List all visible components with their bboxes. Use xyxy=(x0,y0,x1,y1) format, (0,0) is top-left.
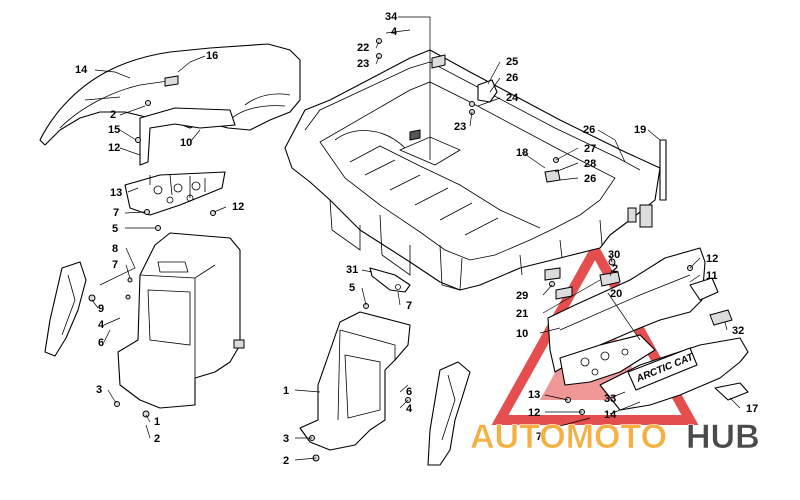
left-fender-14 xyxy=(39,43,301,146)
callout-c14a: 14 xyxy=(75,64,88,76)
callout-c7b: 7 xyxy=(112,259,118,271)
callout-c28: 28 xyxy=(584,158,596,170)
callout-c29: 29 xyxy=(516,290,528,302)
callout-c12c: 12 xyxy=(706,253,718,265)
callout-c2c: 2 xyxy=(612,263,618,275)
callout-c21: 21 xyxy=(516,308,528,320)
callout-c6a: 6 xyxy=(98,337,104,349)
callout-c13a: 13 xyxy=(110,187,122,199)
callout-c1b: 1 xyxy=(283,385,289,397)
callout-c12d: 12 xyxy=(528,407,540,419)
cargo-box-18 xyxy=(284,49,667,300)
hardware-fasteners xyxy=(88,38,693,462)
callout-c23b: 23 xyxy=(454,121,466,133)
watermark-text-part2: HUB xyxy=(686,418,760,456)
bracket-31 xyxy=(369,267,411,293)
cap-17 xyxy=(714,382,749,401)
watermark-text-part1: AUTOMOTO xyxy=(470,418,667,456)
callout-c10b: 10 xyxy=(516,328,528,340)
leader-lines xyxy=(91,16,741,461)
callout-c16: 16 xyxy=(206,50,218,62)
callout-c4c: 4 xyxy=(406,403,413,415)
callout-c31: 31 xyxy=(346,264,358,276)
fender-bracket-16 xyxy=(139,107,236,166)
watermark: AUTOMOTO HUB xyxy=(470,418,760,457)
callout-c20: 20 xyxy=(610,288,622,300)
callout-c34a: 34 xyxy=(385,11,398,23)
right-storage-box-1 xyxy=(299,311,471,466)
left-footrest-13 xyxy=(124,171,226,216)
callout-c4b: 4 xyxy=(98,319,105,331)
mount-plate-20 xyxy=(599,271,621,287)
callout-c26b: 26 xyxy=(583,124,595,136)
vent-plate-32 xyxy=(709,309,733,326)
decal-panel xyxy=(627,347,698,391)
callout-c10a: 10 xyxy=(180,137,192,149)
callout-c33: 33 xyxy=(604,393,616,405)
left-storage-box-1 xyxy=(44,232,245,409)
callout-c26a: 26 xyxy=(506,72,518,84)
callout-c23a: 23 xyxy=(357,58,369,70)
callout-c2a: 2 xyxy=(110,109,116,121)
callout-c3b: 3 xyxy=(283,433,289,445)
left-panel-6 xyxy=(44,261,87,357)
callout-c11: 11 xyxy=(706,270,718,282)
callout-c12b: 12 xyxy=(232,201,244,213)
left-fender-assembly xyxy=(39,43,301,166)
callout-c5b: 5 xyxy=(349,282,355,294)
callout-c19: 19 xyxy=(634,124,646,136)
callout-c3a: 3 xyxy=(96,384,102,396)
right-panel-6 xyxy=(427,361,471,466)
callout-c7d: 7 xyxy=(536,431,542,443)
callout-c14b: 14 xyxy=(604,409,617,421)
right-footrest-13 xyxy=(559,334,656,386)
callout-c6b: 6 xyxy=(406,386,412,398)
callout-c5a: 5 xyxy=(112,223,118,235)
callout-c17: 17 xyxy=(746,403,758,415)
callout-c8: 8 xyxy=(112,243,118,255)
callout-c4a: 4 xyxy=(391,26,398,38)
callout-c27: 27 xyxy=(584,143,596,155)
callout-c12a: 12 xyxy=(108,142,120,154)
callout-c15: 15 xyxy=(108,124,120,136)
callout-c30: 30 xyxy=(608,249,620,261)
callout-c1a: 1 xyxy=(154,416,160,428)
callout-c32: 32 xyxy=(732,325,744,337)
right-fender-assembly: ARCTIC CAT xyxy=(547,247,749,411)
callout-c25: 25 xyxy=(506,56,518,68)
callout-c22: 22 xyxy=(357,42,369,54)
callout-c7a: 7 xyxy=(113,207,119,219)
callout-c9: 9 xyxy=(98,303,104,315)
callout-c13b: 13 xyxy=(528,389,540,401)
callout-c18: 18 xyxy=(516,147,528,159)
callout-c2b: 2 xyxy=(154,433,160,445)
foot-pad-11 xyxy=(689,277,719,301)
callout-c24: 24 xyxy=(506,92,519,104)
callout-c7c: 7 xyxy=(406,300,412,312)
callout-c2d: 2 xyxy=(283,455,289,467)
side-strip-19 xyxy=(659,139,667,201)
callout-c26c: 26 xyxy=(584,173,596,185)
